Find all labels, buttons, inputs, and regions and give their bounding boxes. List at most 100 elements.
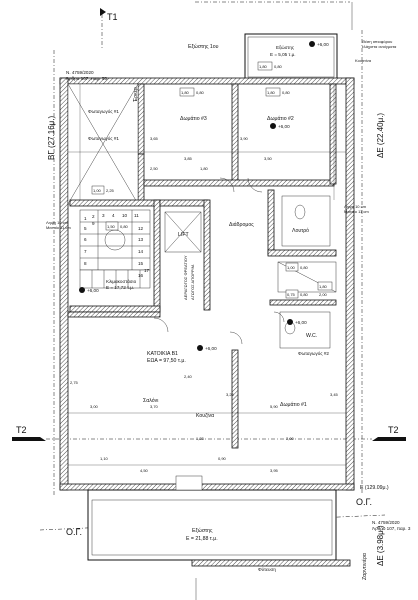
opening-w-3: 1,80 (267, 90, 276, 95)
balcony-top-label: Εξώστης 1ου (188, 44, 219, 50)
section-marker-left: T2 (12, 425, 46, 441)
dim-run-14: 4,50 (140, 468, 149, 473)
stair-num-13: 13 (138, 237, 144, 242)
og-left-label: Ο.Γ. (66, 527, 82, 537)
bath-label: Λουτρό (292, 227, 309, 234)
opening-w-10: 1,80 (319, 284, 328, 289)
kitchen-label: Κουζίνα (196, 413, 214, 419)
permit-top-article: Άρθρο 107, παρ. 55 (66, 76, 107, 81)
dim-run-13: 0,90 (218, 456, 227, 461)
opening-h-9: 0,80 (300, 292, 309, 297)
stair-num-8: 8 (84, 261, 87, 266)
stair-num-12: 12 (138, 226, 144, 231)
height-note-left-1: Ληψη 10 cm (46, 220, 69, 225)
erker-label: Έρκερ (133, 87, 139, 103)
level-apartment: +6,00 (205, 346, 217, 351)
stair-num-15: 15 (138, 261, 144, 266)
dim-run-12: 1,10 (100, 456, 109, 461)
permit-bottom-note: N. 4759/2020 (372, 520, 400, 525)
plant-strip-label: Φύτευση (258, 566, 276, 572)
stair-num-16: 16 (138, 273, 144, 278)
staircase (79, 209, 151, 289)
height-note-left-2: Μεσαίο 11 cm (46, 225, 71, 230)
level-marker-stair: +6,00 (79, 287, 99, 293)
opening-w-11: 1,50 (107, 224, 116, 229)
dim-run-4: 3,90 (240, 136, 249, 141)
dim-run-11: 3,45 (330, 392, 339, 397)
permit-bottom-article: Άρθρο 107, παρ. 3 (372, 526, 411, 531)
height-note-right-1: Ληψη 10 cm (344, 204, 367, 209)
stair-num-3: 3 (102, 213, 105, 218)
opening-w-1: 1,80 (259, 64, 268, 69)
opening-h-5: 0,80 (300, 265, 309, 270)
stair-hall-label: Κλιμακοστάσιο (106, 278, 137, 284)
stair-num-1: 1 (84, 216, 87, 221)
corridor-label: Διάδρομος (229, 221, 254, 228)
level-marker-balcony-top: +6,00 (309, 41, 329, 47)
stair-num-5: 5 (84, 226, 87, 231)
boundary-right-top-label: ΔΕ (22.40μ.) (376, 113, 385, 158)
dim-run-9: 2,75 (70, 380, 79, 385)
opening-h-11: 0,80 (120, 224, 129, 229)
stair-numbers: 1 2 3 4 5 6 7 8 9 10 11 12 13 14 15 16 1… (84, 213, 150, 278)
dim-run-3: 3,65 (150, 136, 159, 141)
opening-w-5: 1,00 (287, 265, 296, 270)
boundary-left-label: ΒΓ (27.16μ.) (47, 116, 56, 160)
light-well-2-label: Φωταγωγός #1 (88, 135, 119, 141)
stair-num-6: 6 (84, 237, 87, 242)
lift-label: LIFT (178, 232, 189, 238)
opening-h-3: 0,80 (282, 90, 291, 95)
stair-num-10: 10 (122, 213, 128, 218)
stair-num-7: 7 (84, 249, 87, 254)
dim-run-8: 2,40 (184, 374, 193, 379)
level-bedroom: +6,00 (278, 124, 290, 129)
dim-run-16: 3,00 (286, 436, 295, 441)
plant-box-label: Ζαρντινιέρα (361, 553, 368, 580)
dim-run-10: 3,25 (226, 392, 235, 397)
dim-run-19: 1,80 (200, 166, 209, 171)
bedroom-3-label: Δωμάτιο #3 (180, 115, 207, 122)
stair-num-11: 11 (134, 213, 139, 218)
opening-w-2: 1,80 (181, 90, 190, 95)
dim-run-5: 3,00 (90, 404, 99, 409)
stair-num-4: 4 (112, 213, 115, 218)
level-marker-bedroom: +6,00 (270, 123, 290, 129)
living-label: Σαλόνι (143, 397, 158, 404)
permit-top-note: N. 4759/2020 (66, 70, 94, 75)
level-wc: +6,00 (295, 320, 307, 325)
light-well-1-label: Φωταγωγός #1 (88, 108, 119, 114)
stair-num-14: 14 (138, 249, 144, 254)
dim-run-2: 3,50 (264, 156, 273, 161)
dim-run-15: 3,95 (270, 468, 279, 473)
apartment-area: ΕΩΑ = 97,50 τ.μ. (147, 358, 186, 364)
light-well-3-label: Φωταγωγός #2 (298, 350, 329, 356)
level-balcony-top: +6,00 (317, 42, 329, 47)
balcony-bottom-label: Εξώστης (192, 528, 213, 534)
apartment-label: ΚΑΤΟΙΚΙΑ Β1 (147, 351, 178, 357)
section-label-right: T2 (388, 425, 399, 435)
balcony-right-top-area: E = 5,05 τ.μ. (270, 52, 296, 57)
stair-num-17: 17 (144, 268, 150, 273)
balcony-right-top-label: Εξώστης (276, 44, 295, 51)
level-marker-apartment: +6,00 (197, 345, 217, 351)
level-marker-wc: +6,00 (287, 319, 307, 325)
bedroom-2-label: Δωμάτιο #2 (267, 115, 294, 122)
section-marker-right: T2 (372, 425, 406, 441)
bedroom-1-label: Δωμάτιο #1 (280, 401, 307, 408)
section-marker-top: T1 (86, 8, 118, 48)
curtain-note: Κουρτίνα (355, 58, 372, 63)
wc-label: W.C. (306, 333, 317, 339)
dim-run-18: 2,50 (150, 166, 159, 171)
stair-hall-area: E = 17,72 τ.μ. (106, 285, 134, 290)
stair-num-9: 9 (92, 221, 95, 226)
opening-h-1: 0,80 (274, 64, 283, 69)
cantilever-note-2: ελάχιστα ανοίγματα (362, 44, 397, 49)
dim-run-17: 1,23 (196, 436, 205, 441)
opening-h-4: 2,25 (106, 188, 115, 193)
shaft-2-label: ΑΓΩΓΟΣ ΑΠΟΡΡΙΜ. (190, 264, 195, 300)
og-right-label: Ο.Γ. (356, 497, 372, 507)
opening-h-10: 2,00 (319, 292, 328, 297)
opening-w-9: 0,75 (287, 292, 296, 297)
opening-w-4: 1,00 (93, 188, 102, 193)
